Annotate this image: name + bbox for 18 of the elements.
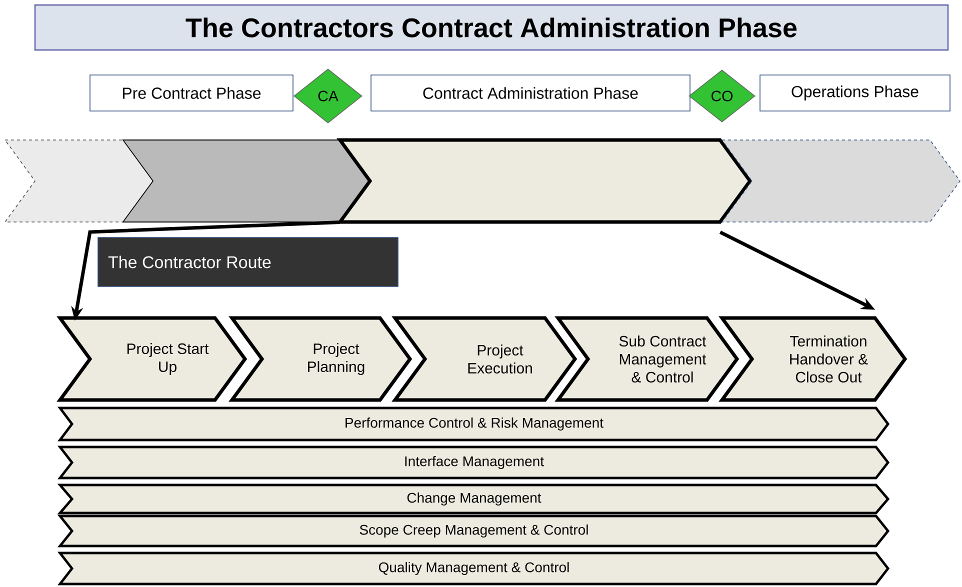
process-step: Project Start Up — [56, 316, 248, 402]
phase-band — [721, 140, 960, 222]
phase-box: Contract Administration Phase — [370, 74, 690, 112]
phase-band — [4, 140, 156, 222]
activity-band: Quality Management & Control — [57, 552, 890, 586]
process-step: Project Planning — [228, 316, 412, 402]
phase-band — [336, 138, 752, 224]
process-step: Sub Contract Management & Control — [554, 316, 740, 402]
activity-band: Performance Control & Risk Management — [58, 406, 890, 442]
route-box: The Contractor Route — [98, 237, 398, 287]
title-box: The Contractors Contract Administration Phase — [34, 4, 949, 51]
activity-band: Scope Creep Management & Control — [57, 514, 890, 548]
activity-band: Interface Management — [57, 446, 890, 480]
process-step: Project Execution — [392, 316, 578, 402]
process-step: Termination Handover & Close Out — [718, 316, 908, 402]
phase-box: Operations Phase — [760, 74, 950, 112]
phase-box: Pre Contract Phase — [90, 74, 294, 112]
activity-band: Change Management — [57, 484, 890, 514]
